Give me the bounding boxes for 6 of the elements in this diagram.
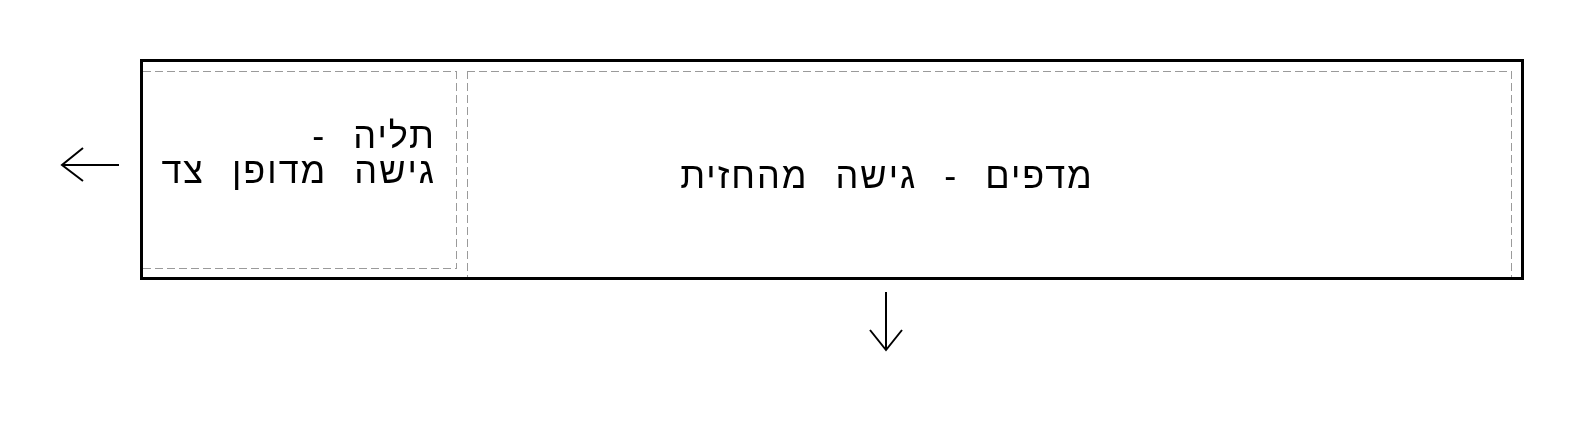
zone-label: מדפים - גישה מהחזית (680, 158, 1094, 193)
dashed-zone (143, 71, 457, 269)
zone-label: גישה מדופן צד (161, 153, 436, 188)
cabinet-outline (140, 59, 1524, 280)
dashed-zone (467, 71, 1512, 277)
zone-label: תליה - (312, 118, 436, 153)
